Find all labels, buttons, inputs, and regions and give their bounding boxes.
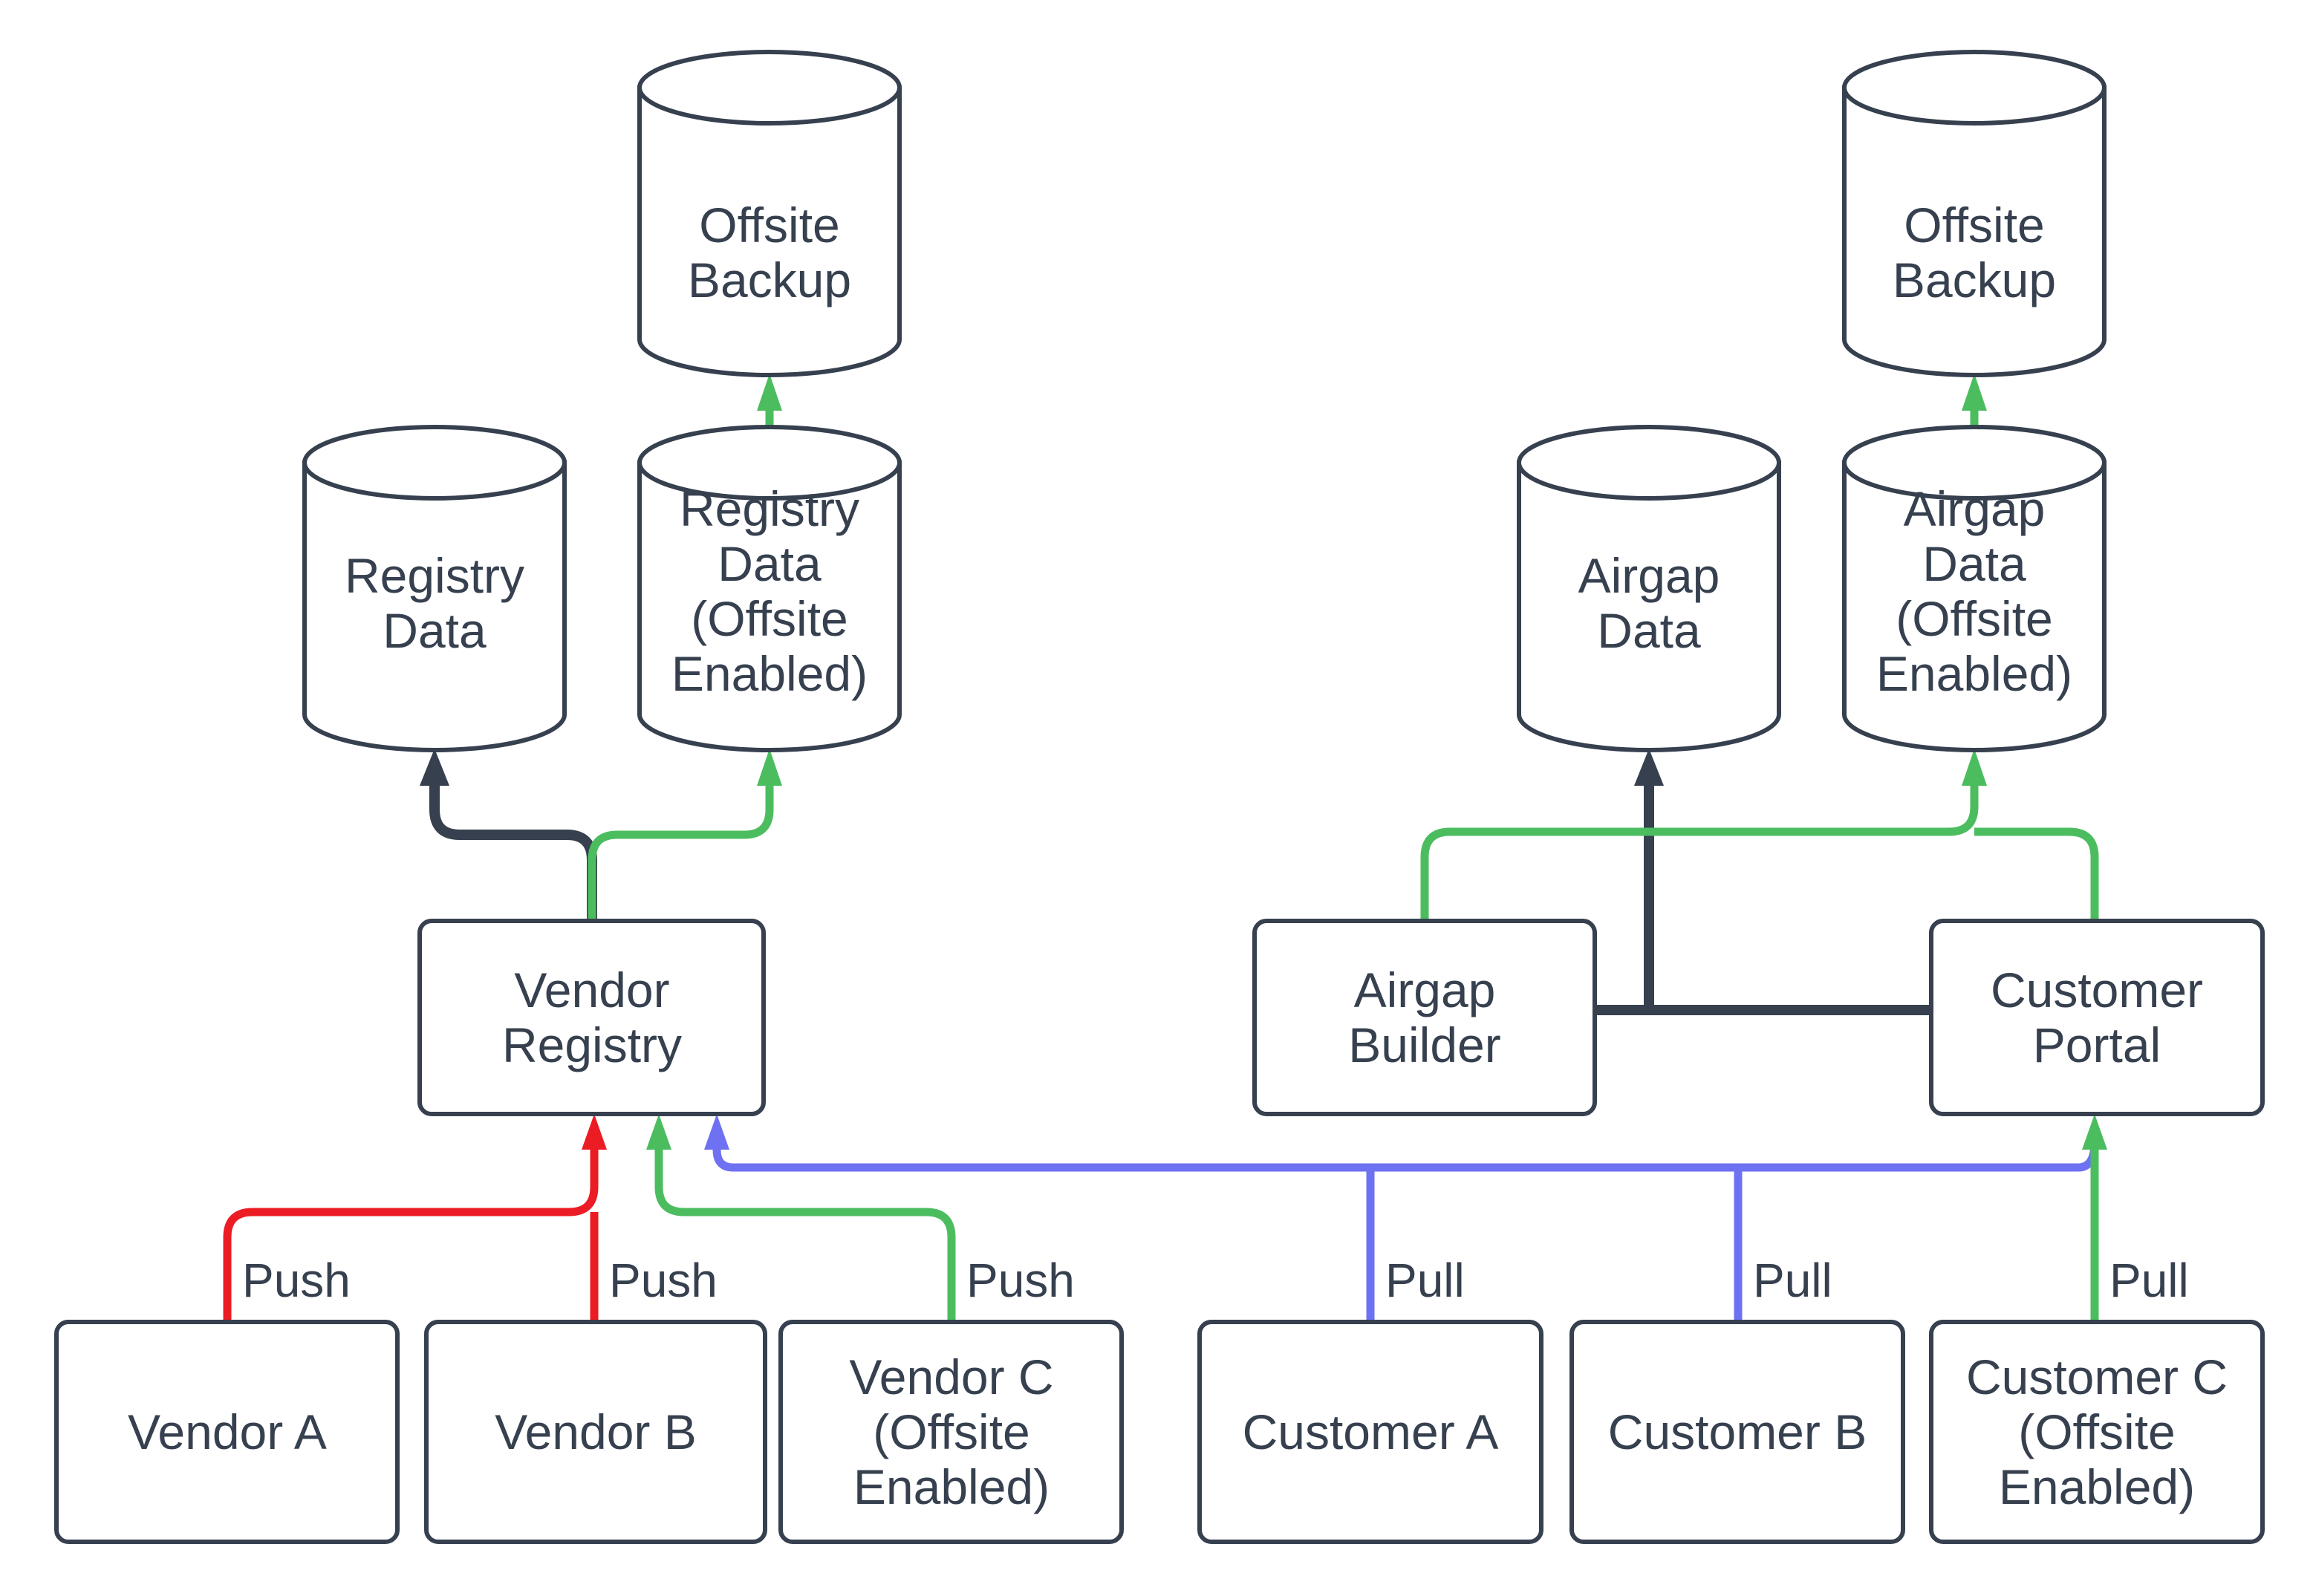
edge-vendor-registry-to-registry-data — [429, 786, 597, 921]
node-label: Registry — [502, 1017, 682, 1072]
node-label: Data — [718, 536, 822, 591]
node-vendor-b: Vendor B — [424, 1320, 767, 1544]
node-registry-data-offsite: Registry Data (Offsite Enabled) — [637, 425, 902, 752]
arrowhead-customer-portal — [2082, 1114, 2107, 1150]
edge-label-push-vendor-b: Push — [609, 1254, 718, 1307]
box — [417, 919, 766, 1116]
node-label: Vendor C — [849, 1349, 1053, 1404]
node-customer-portal: Customer Portal — [1929, 919, 2265, 1116]
node-vendor-registry: Vendor Registry — [417, 919, 766, 1116]
node-offsite-backup-right: Offsite Backup — [1842, 50, 2107, 377]
node-label: Enabled) — [1876, 646, 2072, 701]
node-label: Offsite — [1904, 198, 2045, 253]
node-label: Enabled) — [1999, 1459, 2195, 1514]
box — [1929, 919, 2265, 1116]
edge-airgap-builder-to-airgap-data-offsite — [1420, 786, 1979, 921]
edge-vendor-a-to-vendor-registry — [223, 1150, 599, 1322]
arrowhead-offsite-backup-right — [1962, 374, 1987, 411]
arrowhead-registry-data-offsite — [757, 749, 782, 786]
edge-customer-portal-to-airgap-data-offsite — [1974, 827, 2099, 921]
node-label: Customer — [1991, 963, 2203, 1017]
node-customer-a: Customer A — [1197, 1320, 1543, 1544]
edge-label-pull-customer-c: Pull — [2109, 1254, 2189, 1307]
edge-label-push-vendor-a: Push — [242, 1254, 351, 1307]
node-label: Backup — [688, 253, 851, 307]
cylinder-body — [302, 460, 567, 752]
cylinder-body — [1842, 85, 2107, 377]
arrowhead-blue-vendor-registry — [704, 1114, 729, 1150]
node-registry-data: Registry Data — [302, 425, 567, 752]
box — [1929, 1320, 2265, 1544]
box — [424, 1320, 767, 1544]
node-label: (Offsite — [873, 1404, 1030, 1459]
cylinder-body — [637, 460, 902, 752]
node-airgap-data: Airgap Data — [1517, 425, 1781, 752]
node-offsite-backup-left: Offsite Backup — [637, 50, 902, 377]
cylinder-body — [637, 85, 902, 377]
node-label: Builder — [1348, 1017, 1500, 1072]
arrowhead-green-vendor-registry — [646, 1114, 671, 1150]
edge-labels-layer: Push Push Push Pull Pull Pull — [242, 1254, 2189, 1307]
arrowhead-airgap-data-offsite — [1962, 749, 1987, 786]
box — [1197, 1320, 1543, 1544]
cylinder-top — [637, 425, 902, 501]
node-label: Registry — [680, 481, 859, 536]
node-label: Registry — [345, 548, 524, 603]
node-label: (Offsite — [2018, 1404, 2176, 1459]
cylinder-top — [1842, 50, 2107, 126]
node-label: Airgap — [1578, 548, 1720, 603]
node-label: Airgap — [1904, 481, 2046, 536]
arrowhead-red-vendor-registry — [582, 1114, 607, 1150]
node-label: Data — [383, 603, 487, 658]
node-customer-c: Customer C (Offsite Enabled) — [1929, 1320, 2265, 1544]
node-label: Data — [1597, 603, 1701, 658]
node-label: Backup — [1893, 253, 2056, 307]
node-label: Portal — [2033, 1017, 2161, 1072]
edge-vendor-registry-to-registry-data-offsite — [588, 786, 774, 921]
node-label: Customer C — [1966, 1349, 2228, 1404]
node-label: Offsite — [699, 198, 840, 253]
cylinder-top — [1517, 425, 1781, 501]
node-label: (Offsite — [691, 591, 848, 646]
box — [1569, 1320, 1905, 1544]
node-label: Data — [1922, 536, 2026, 591]
node-airgap-data-offsite: Airgap Data (Offsite Enabled) — [1842, 425, 2107, 752]
node-label: (Offsite — [1896, 591, 2053, 646]
edge-label-pull-customer-b: Pull — [1753, 1254, 1832, 1307]
box — [778, 1320, 1124, 1544]
node-airgap-builder: Airgap Builder — [1252, 919, 1597, 1116]
box — [1252, 919, 1597, 1116]
edge-label-pull-customer-a: Pull — [1385, 1254, 1465, 1307]
node-customer-b: Customer B — [1569, 1320, 1905, 1544]
cylinder-body — [1517, 460, 1781, 752]
node-label: Customer A — [1243, 1404, 1499, 1459]
node-vendor-a: Vendor A — [54, 1320, 400, 1544]
cylinder-body — [1842, 460, 2107, 752]
edge-blue-trunk-to-vendor-registry — [712, 1141, 2099, 1172]
edge-vendor-c-to-vendor-registry — [654, 1150, 956, 1322]
cylinder-top — [1842, 425, 2107, 501]
node-label: Airgap — [1354, 963, 1496, 1017]
node-vendor-c: Vendor C (Offsite Enabled) — [778, 1320, 1124, 1544]
arrowhead-offsite-backup-left — [757, 374, 782, 411]
edges-layer — [223, 374, 2107, 1322]
edge-label-push-vendor-c: Push — [966, 1254, 1075, 1307]
node-label: Vendor A — [128, 1404, 327, 1459]
node-label: Vendor B — [495, 1404, 697, 1459]
cylinder-top — [637, 50, 902, 126]
cylinder-top — [302, 425, 567, 501]
box — [54, 1320, 400, 1544]
arrowhead-airgap-data — [1634, 749, 1664, 786]
node-label: Enabled) — [671, 646, 868, 701]
arrowhead-registry-data — [420, 749, 449, 786]
node-label: Enabled) — [853, 1459, 1050, 1514]
node-label: Customer B — [1608, 1404, 1867, 1459]
node-label: Vendor — [514, 963, 669, 1017]
